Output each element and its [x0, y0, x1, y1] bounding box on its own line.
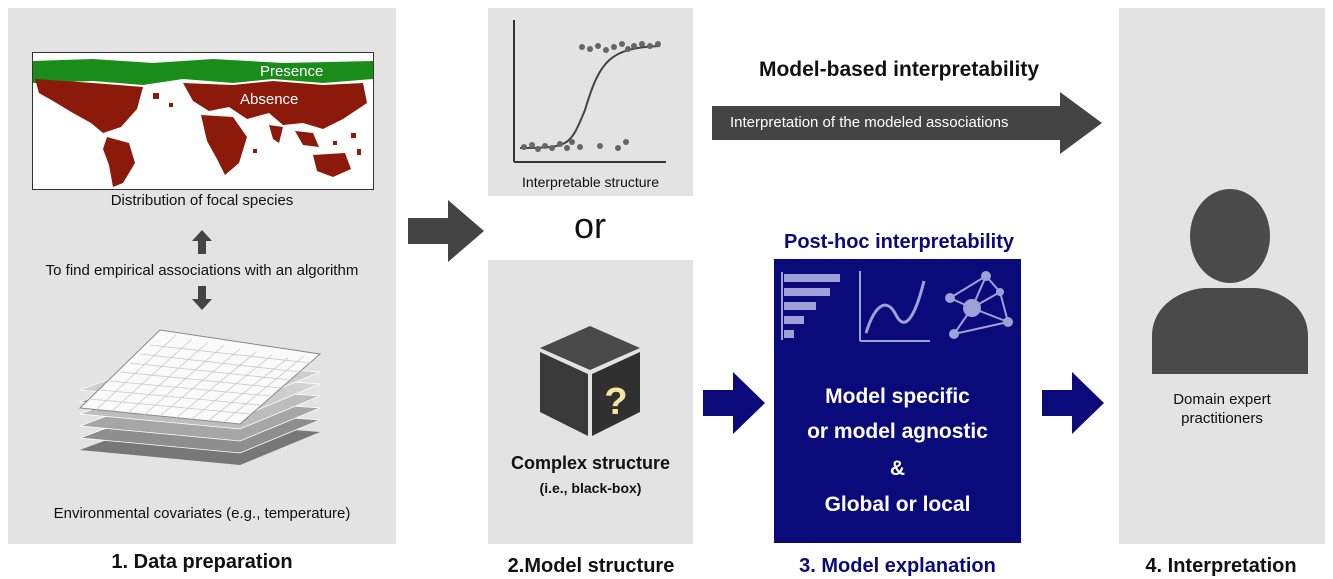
explanation-ampersand: &	[889, 457, 906, 480]
algorithm-note: To find empirical associations with an a…	[45, 262, 359, 279]
species-distribution-map	[32, 52, 374, 190]
map-caption: Distribution of focal species	[110, 192, 294, 209]
section-footer-model-explanation: 3. Model explanation	[799, 555, 996, 577]
bar-chart-icon	[781, 272, 840, 340]
model-based-arrow	[712, 92, 1102, 154]
model-based-arrow-text: Interpretation of the modeled associatio…	[730, 114, 1009, 131]
explanation-line-1: Model specific	[825, 385, 970, 408]
question-mark: ?	[604, 381, 627, 423]
section-footer-data-preparation: 1. Data preparation	[111, 551, 293, 573]
environmental-layers-icon	[78, 329, 322, 465]
interpretable-structure-panel	[488, 8, 693, 196]
bidirectional-arrow-icon	[192, 230, 212, 310]
section-footer-model-structure: 2.Model structure	[507, 555, 675, 577]
map-graphic	[33, 59, 373, 187]
interpretation-caption-line-1: Domain expert	[1173, 391, 1271, 408]
presence-label: Presence	[260, 63, 324, 80]
explanation-line-2: or model agnostic	[807, 420, 988, 443]
complex-structure-panel	[488, 260, 693, 544]
arrow-icon	[408, 200, 484, 262]
logistic-curve-chart-icon	[513, 20, 666, 163]
or-label: or	[573, 205, 606, 246]
layers-caption: Environmental covariates (e.g., temperat…	[53, 505, 351, 522]
complex-structure-subtitle: (i.e., black-box)	[539, 480, 642, 496]
arrow-icon	[703, 372, 765, 434]
explanation-line-3: Global or local	[824, 493, 971, 516]
arrow-icon	[1042, 372, 1104, 434]
model-based-title: Model-based interpretability	[758, 58, 1040, 81]
complex-structure-title: Complex structure	[510, 453, 671, 473]
curve-chart-icon	[859, 271, 930, 342]
section-footer-interpretation: 4. Interpretation	[1145, 555, 1297, 577]
post-hoc-title: Post-hoc interpretability	[783, 231, 1015, 253]
network-icon	[945, 271, 1013, 339]
interpretable-structure-caption: Interpretable structure	[522, 174, 659, 190]
absence-label: Absence	[240, 91, 299, 108]
cube-question-icon: ?	[540, 326, 640, 436]
interpretation-caption-line-2: practitioners	[1181, 410, 1263, 427]
person-icon	[1152, 189, 1308, 374]
